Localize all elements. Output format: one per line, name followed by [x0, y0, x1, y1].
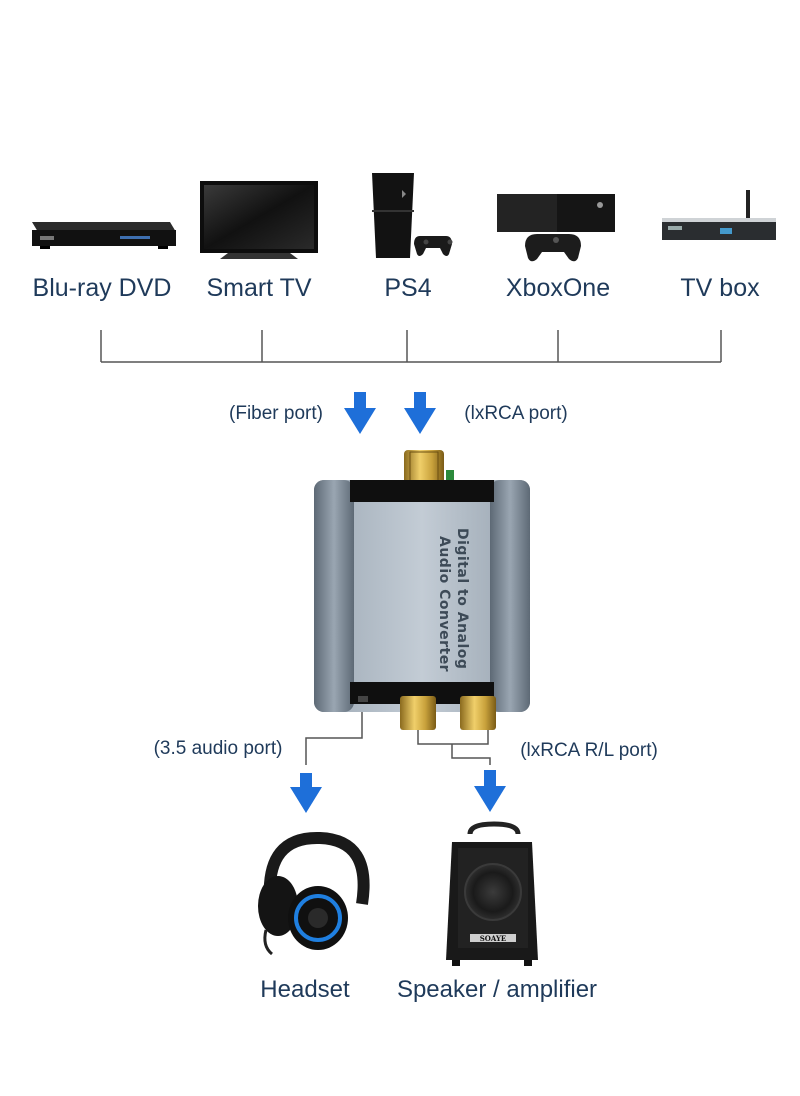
source-label-bluray: Blu-ray DVD [32, 274, 172, 302]
coax-input-arrow [404, 392, 436, 434]
source-label-xboxone: XboxOne [505, 274, 611, 302]
output-label-speaker: Speaker / amplifier [396, 976, 598, 1003]
output-label-headset: Headset [260, 976, 350, 1003]
source-label-tv-box: TV box [680, 274, 760, 302]
coax-port-label: (lxRCA port) [464, 403, 568, 424]
tv-box-icon [662, 190, 776, 240]
headset-output-arrow [290, 773, 322, 813]
output-connectors [305, 712, 491, 765]
fiber-input-arrow [344, 392, 376, 434]
source-label-ps4: PS4 [384, 274, 432, 302]
ps4-console-icon [372, 173, 453, 258]
smart-tv-icon [200, 181, 318, 259]
speaker-output-arrow [474, 770, 506, 812]
audio-35-port-label: (3.5 audio port) [153, 738, 283, 759]
device-title-line2: Audio Converter [436, 536, 452, 672]
speaker-icon: SOAYE [446, 821, 538, 966]
xbox-one-console-icon [497, 194, 615, 262]
rca-rl-port-label: (lxRCA R/L port) [520, 740, 658, 761]
converter-device [314, 450, 530, 730]
source-bracket [100, 330, 722, 363]
bluray-player-icon [32, 222, 176, 249]
speaker-brand-logo: SOAYE [480, 934, 507, 943]
source-label-smart-tv: Smart TV [206, 274, 312, 302]
device-title-line1: Digital to Analog [454, 528, 470, 669]
headset-icon [258, 831, 370, 956]
fiber-port-label: (Fiber port) [229, 403, 323, 424]
